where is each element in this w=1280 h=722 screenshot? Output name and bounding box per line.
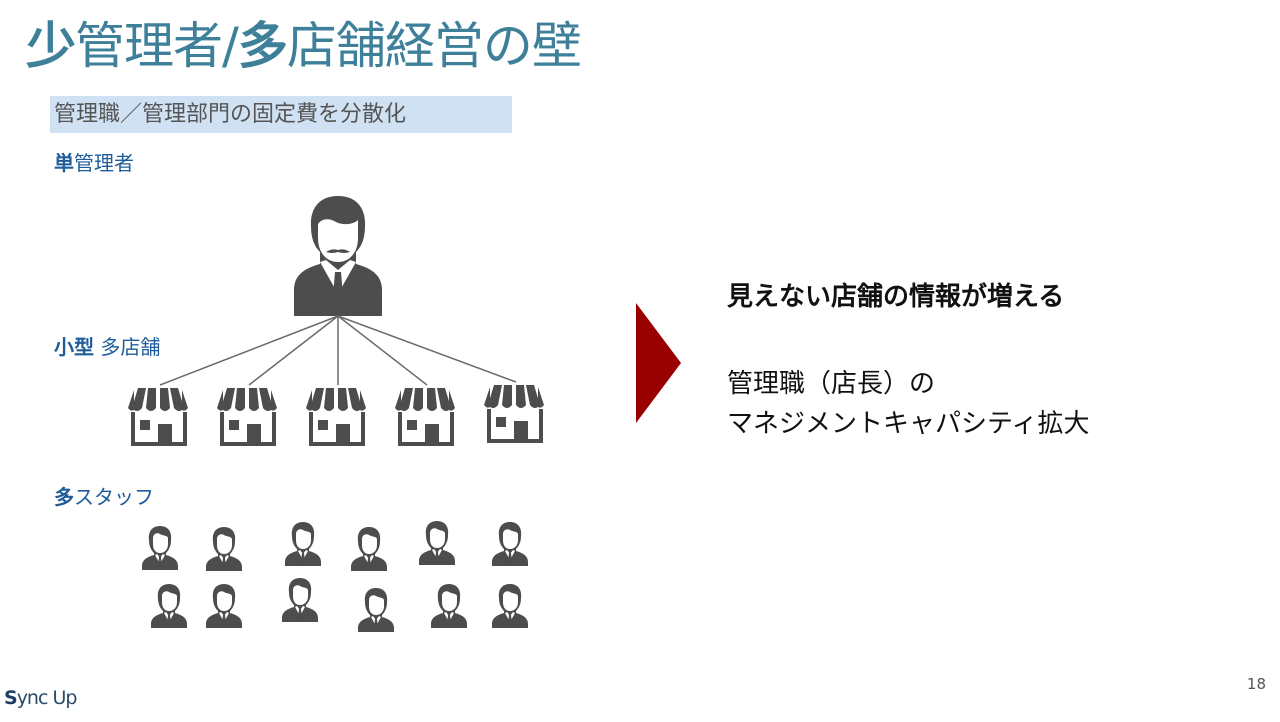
label-many-staff-bold: 多	[54, 485, 74, 509]
staff-icons	[142, 521, 528, 632]
title-part-managers: 管理者/	[75, 17, 239, 75]
label-many-staff-rest: スタッフ	[74, 485, 154, 509]
syncup-logo: Sync Up	[4, 687, 78, 709]
label-small-stores-bold: 小型	[54, 335, 94, 359]
title-part-many: 多	[237, 17, 288, 75]
label-many-staff: 多スタッフ	[54, 484, 154, 510]
title-part-few: 少	[26, 17, 76, 75]
right-body-text: 管理職（店長）の マネジメントキャパシティ拡大	[727, 364, 1089, 444]
logo-text: ync Up	[16, 687, 78, 709]
label-single-manager-bold: 単	[54, 151, 74, 175]
logo-s-mark: S	[4, 687, 18, 709]
subtitle-highlight: 管理職／管理部門の固定費を分散化	[50, 96, 512, 133]
label-single-manager: 単管理者	[54, 150, 134, 176]
label-small-stores: 小型 多店舗	[54, 334, 160, 360]
organization-diagram	[126, 196, 546, 632]
right-body-line1: 管理職（店長）の	[727, 369, 936, 399]
slide-title: 少管理者/多店舗経営の壁	[26, 14, 582, 78]
title-part-store-management-wall: 店舗経営の壁	[286, 17, 582, 75]
store-icons	[126, 383, 546, 446]
manager-icon	[294, 196, 382, 316]
label-single-manager-rest: 管理者	[74, 151, 134, 175]
right-body-line2: マネジメントキャパシティ拡大	[727, 409, 1090, 439]
page-number: 18	[1246, 675, 1266, 693]
label-small-stores-rest: 多店舗	[94, 335, 161, 359]
right-heading: 見えない店舗の情報が増える	[727, 282, 1065, 312]
right-triangle-arrow-icon	[636, 303, 681, 423]
connector-lines	[159, 315, 517, 386]
